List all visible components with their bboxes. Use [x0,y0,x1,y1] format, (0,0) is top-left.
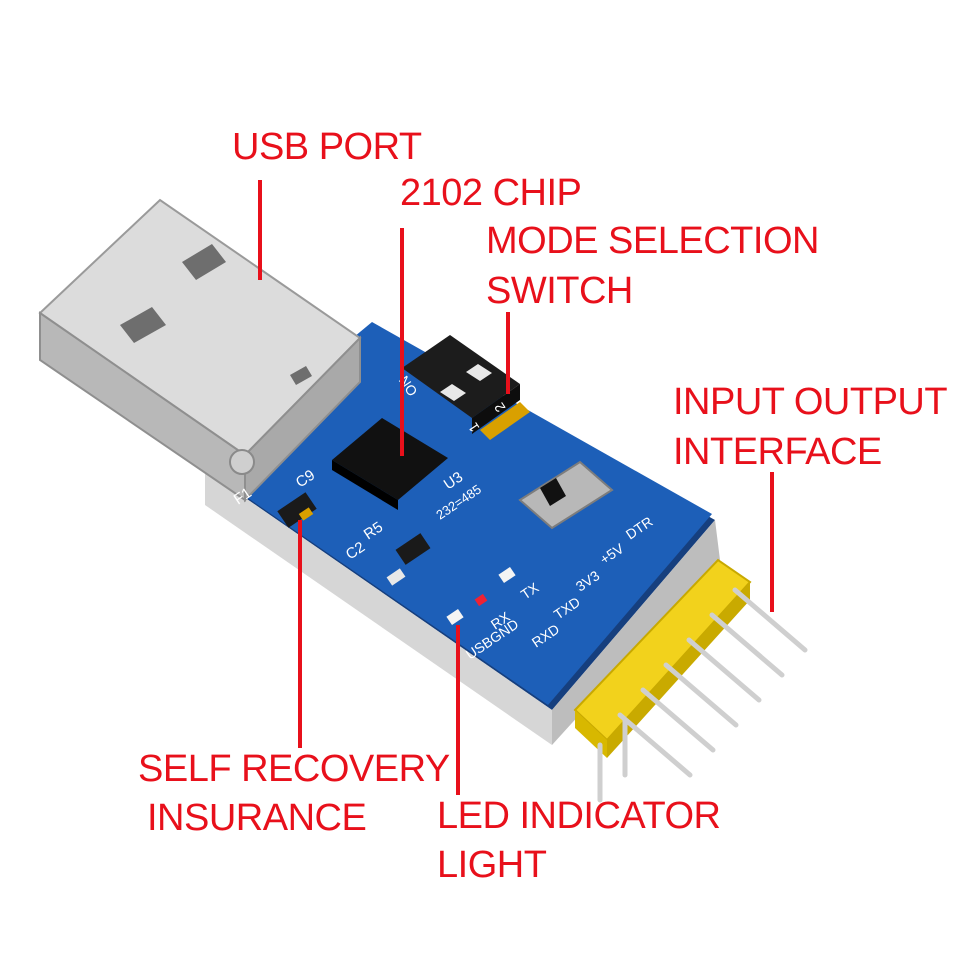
slide-switch [518,460,614,530]
pin-header [573,558,808,803]
label-usb-port: USB PORT [232,126,422,168]
chip-leader [400,228,404,456]
label-mode-switch: SWITCH [486,270,633,312]
label-led-indicator: LED INDICATOR [437,795,721,837]
led-leader [456,625,460,795]
mode-switch-leader [506,312,510,394]
led-indicators [446,566,516,626]
label-mode-selection: MODE SELECTION [486,220,819,262]
label-light: LIGHT [437,844,547,886]
label-insurance: INSURANCE [147,797,367,839]
io-interface-leader [770,472,774,612]
usb-port-leader [258,180,262,280]
usb-connector [38,198,362,503]
cp2102-chip [332,418,448,510]
pcb-board [200,322,720,745]
silk-f1: F1 [231,484,255,508]
label-interface: INTERFACE [673,431,882,473]
label-input-output: INPUT OUTPUT [673,381,948,423]
dip-switch [402,335,530,440]
label-self-recovery: SELF RECOVERY [138,748,450,790]
self-recovery-leader [298,520,302,748]
smd-components [277,492,431,586]
label-2102-chip: 2102 CHIP [400,172,582,214]
